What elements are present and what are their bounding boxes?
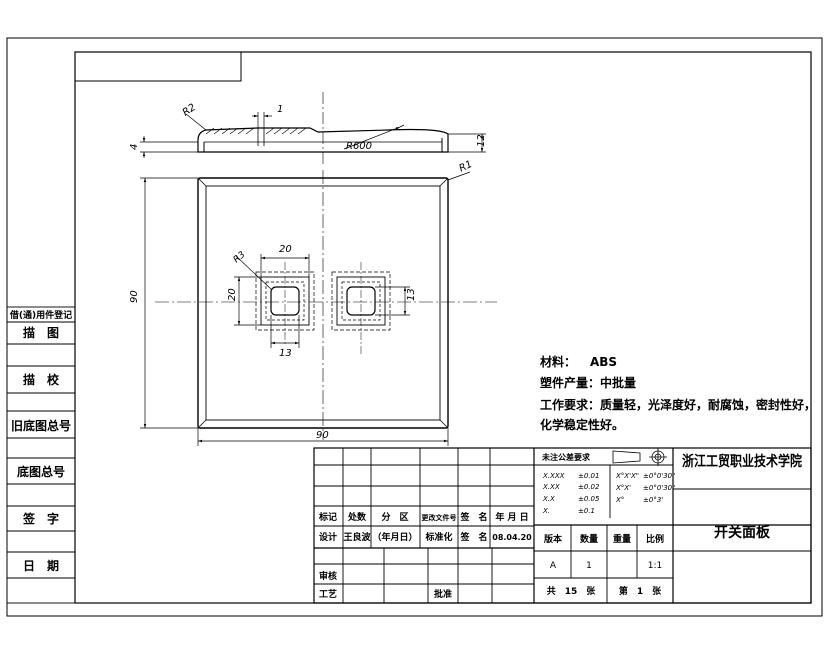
tolerance-symbols: [612, 448, 667, 466]
dim-thirteen-bottom: 13: [279, 348, 292, 359]
tol-value: ±0°0'30": [643, 484, 675, 492]
date-placeholder: （年月日）: [372, 531, 417, 543]
tolerance-title: 未注公差要求: [541, 452, 591, 462]
tol-value: ±0.05: [578, 495, 600, 503]
weight-header: 重量: [613, 533, 631, 545]
sheet-border: [6, 37, 823, 617]
part-name: 开关面板: [714, 524, 771, 541]
approve-label: 批准: [434, 588, 452, 600]
tolerance-left: X.XXX ±0.01 X.XX ±0.02 X.X ±0.05 X. ±0.1: [542, 472, 600, 515]
sheet-info: 版本 数量 重量 比例 A 1 1:1 共 15 张 第 1 张: [543, 533, 664, 597]
side-item: 描 图: [23, 325, 59, 340]
tol-value: ±0.01: [578, 472, 599, 480]
tol-value: ±0°0'30": [643, 472, 675, 480]
header-cell: 分 区: [381, 511, 408, 523]
process-label: 工艺: [319, 588, 337, 600]
tol-pattern: X.X: [542, 495, 555, 503]
dim-thirteen-right: 13: [406, 288, 417, 301]
front-view: [155, 170, 497, 440]
dim-twenty-left: 20: [227, 288, 238, 301]
side-view-dimensions: [140, 112, 486, 158]
technical-notes: 材料： ABS 塑件产量：中批量 工作要求：质量轻，光泽度好，耐腐蚀，密封性好，…: [539, 354, 816, 432]
review-label: 审核: [319, 570, 337, 582]
dim-r600: R600: [346, 141, 372, 152]
tol-pattern: X°X': [615, 484, 631, 492]
qty-value: 1: [586, 561, 592, 571]
tol-pattern: X.XX: [542, 483, 560, 491]
dim-r1: R1: [457, 159, 474, 175]
design-label: 设计: [319, 531, 337, 543]
code-box: [74, 51, 242, 82]
dim-ninety-vertical: 90: [129, 290, 140, 303]
scale-value: 1:1: [648, 561, 662, 571]
total-sheets: 共 15 张: [547, 585, 597, 597]
dim-one: 1: [277, 104, 283, 115]
stage-value: A: [550, 561, 557, 571]
dim-r3: R3: [232, 250, 248, 266]
header-cell: 处数: [347, 511, 367, 523]
requirements-note-1: 工作要求：质量轻，光泽度好，耐腐蚀，密封性好，: [540, 397, 816, 412]
tol-value: ±0.02: [578, 483, 600, 491]
side-item: 底图总号: [17, 464, 65, 479]
dim-ninety-horizontal: 90: [316, 430, 329, 441]
header-cell: 年 月 日: [495, 511, 528, 523]
qty-header: 数量: [580, 533, 598, 545]
sheet-number: 第 1 张: [619, 585, 662, 597]
side-item: 日 期: [23, 558, 59, 573]
school-name-line1: 浙江工贸职业技术学院: [682, 453, 802, 470]
tol-value: ±0°3': [643, 496, 663, 504]
dim-twenty-top: 20: [279, 244, 292, 255]
design-date: 08.04.20: [492, 533, 532, 542]
stage-header: 版本: [543, 533, 563, 545]
material-label: 材料：: [539, 354, 576, 369]
tol-pattern: X°: [615, 496, 624, 504]
side-view: [197, 92, 449, 165]
title-block-grid: [313, 447, 812, 604]
side-item: 签 字: [22, 511, 59, 526]
scale-header: 比例: [646, 533, 664, 545]
side-item: 旧底图总号: [11, 418, 71, 433]
header-cell: 更改文件号: [422, 513, 457, 522]
material-value: ABS: [590, 355, 617, 369]
header-cell: 标记: [318, 511, 337, 523]
header-cell: 签 名: [459, 511, 487, 523]
front-view-dimensions: [140, 171, 471, 446]
tol-pattern: X°X'X": [615, 472, 639, 480]
side-revision-block: [6, 306, 76, 604]
requirements-note-2: 化学稳定性好。: [540, 417, 624, 432]
standard-label: 标准化: [424, 531, 452, 543]
sign-label: 签 名: [459, 531, 487, 543]
tol-value: ±0.1: [578, 507, 595, 515]
side-item: 描 校: [23, 372, 60, 387]
tolerance-right: X°X'X" ±0°0'30" X°X' ±0°0'30" X° ±0°3': [615, 472, 675, 504]
dim-r2-top: R2: [181, 102, 198, 119]
production-note: 塑件产量：中批量: [540, 375, 636, 390]
tol-pattern: X.XXX: [542, 472, 565, 480]
tol-pattern: X.: [542, 507, 550, 515]
revision-header: 标记 处数 分 区 更改文件号 签 名 年 月 日: [318, 511, 529, 523]
side-block-labels: 借(通)用件登记 描 图 描 校 旧底图总号 底图总号 签 字 日 期: [9, 309, 72, 573]
dim-four: 4: [129, 144, 140, 150]
designer-name: 王良波: [343, 531, 371, 543]
side-item: 借(通)用件登记: [9, 309, 72, 321]
design-row: 设计 王良波 （年月日） 标准化 签 名 08.04.20: [319, 531, 532, 543]
dim-twelve: 12: [476, 134, 487, 147]
